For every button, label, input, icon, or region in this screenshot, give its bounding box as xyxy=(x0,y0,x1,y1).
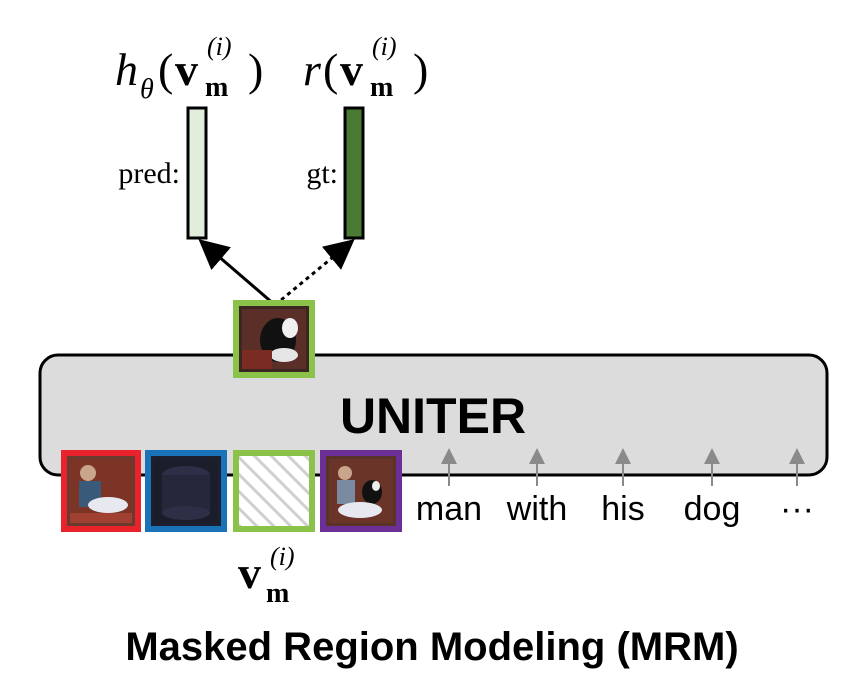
region-masked xyxy=(233,450,315,532)
masked-vec: v xyxy=(238,547,261,598)
gt-vec-sub: m xyxy=(370,72,393,103)
pred-bar xyxy=(186,106,208,240)
uniter-label: UNITER xyxy=(340,388,526,444)
region-man-with-dog xyxy=(320,450,402,532)
pred-formula: h θ ( v m (i) ) xyxy=(115,32,263,105)
token-word: ··· xyxy=(780,490,814,528)
token-word: man xyxy=(416,490,482,528)
pred-sup: (i) xyxy=(207,32,232,61)
gt-formula: r ( v m (i) ) xyxy=(303,32,428,103)
gt-fn: r xyxy=(303,44,322,95)
region-dark-object xyxy=(145,450,227,532)
pred-fn-sub: θ xyxy=(140,74,154,105)
gt-bar xyxy=(343,106,365,240)
gt-label: gt: xyxy=(306,157,338,190)
gt-arrow xyxy=(274,239,355,307)
token-word: dog xyxy=(684,490,741,528)
pred-close-paren: ) xyxy=(248,44,263,95)
pred-open-paren: ( xyxy=(158,44,173,95)
pred-label: pred: xyxy=(118,157,180,190)
pred-fn: h xyxy=(115,44,138,95)
pred-vec: v xyxy=(175,44,198,95)
uniter-box xyxy=(38,353,829,477)
masked-region-label: v m (i) xyxy=(238,542,295,609)
token-word: with xyxy=(506,490,567,528)
gt-close-paren: ) xyxy=(413,44,428,95)
pred-arrow xyxy=(198,239,276,307)
masked-sup: (i) xyxy=(270,542,295,571)
gt-vec: v xyxy=(340,44,363,95)
diagram-title: Masked Region Modeling (MRM) xyxy=(125,625,738,669)
region-man-sitting xyxy=(61,450,141,532)
masked-vec-sub: m xyxy=(266,578,289,609)
predicted-region-dog xyxy=(233,300,315,378)
pred-vec-sub: m xyxy=(205,72,228,103)
gt-open-paren: ( xyxy=(323,44,338,95)
gt-sup: (i) xyxy=(372,32,397,61)
token-word: his xyxy=(601,490,644,528)
